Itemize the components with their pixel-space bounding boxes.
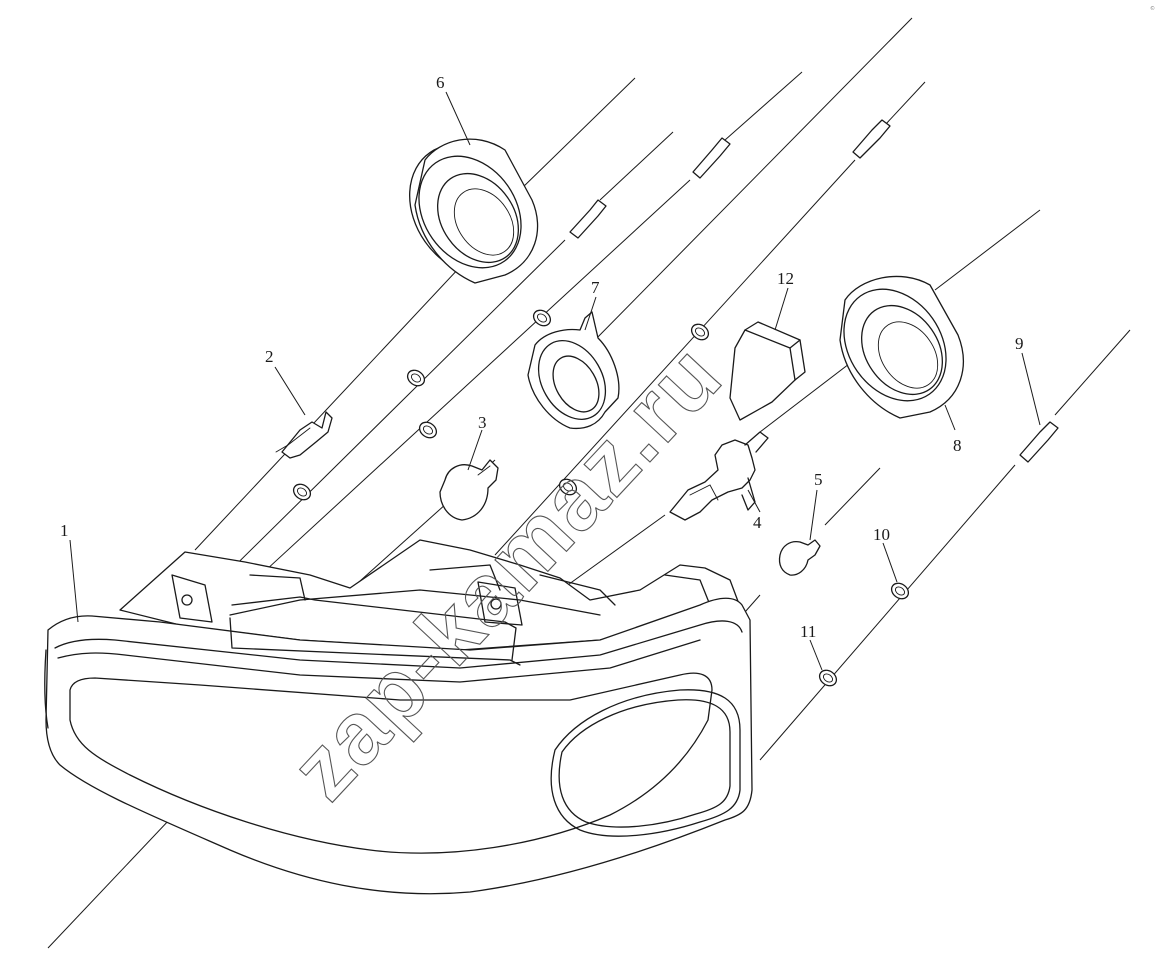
bolts — [569, 119, 1059, 463]
callout-4: 4 — [753, 513, 762, 532]
bolt-a — [569, 199, 607, 239]
callout-6: 6 — [436, 73, 445, 92]
trim-ring-8 — [839, 275, 964, 419]
bulb-5 — [778, 539, 821, 576]
center-bracket — [477, 581, 523, 626]
connector-12 — [729, 321, 806, 421]
callout-7: 7 — [591, 278, 600, 297]
washer-10 — [890, 582, 910, 600]
callout-10: 10 — [873, 525, 890, 544]
bulb-3 — [439, 459, 499, 521]
callout-9: 9 — [1015, 334, 1024, 353]
callout-11: 11 — [800, 622, 816, 641]
washers — [292, 309, 910, 687]
callout-2: 2 — [265, 347, 274, 366]
bolt-c — [852, 119, 891, 159]
callout-8: 8 — [953, 436, 962, 455]
callout-3: 3 — [478, 413, 487, 432]
bulb-holder-2 — [275, 411, 333, 459]
corner-mark: © — [1150, 5, 1155, 12]
bolt-b — [692, 137, 731, 179]
headlamp-housing — [44, 539, 753, 895]
callouts: 1 2 3 4 5 6 7 8 9 10 11 12 — [60, 73, 1024, 641]
trim-ring-6 — [409, 138, 539, 284]
callout-1: 1 — [60, 521, 69, 540]
bulb-4 — [669, 431, 769, 521]
callout-5: 5 — [814, 470, 823, 489]
holder-7 — [527, 311, 620, 430]
callout-leaders — [69, 91, 1041, 671]
washer-11 — [818, 669, 838, 687]
bolt-9 — [1019, 421, 1059, 463]
callout-12: 12 — [777, 269, 794, 288]
